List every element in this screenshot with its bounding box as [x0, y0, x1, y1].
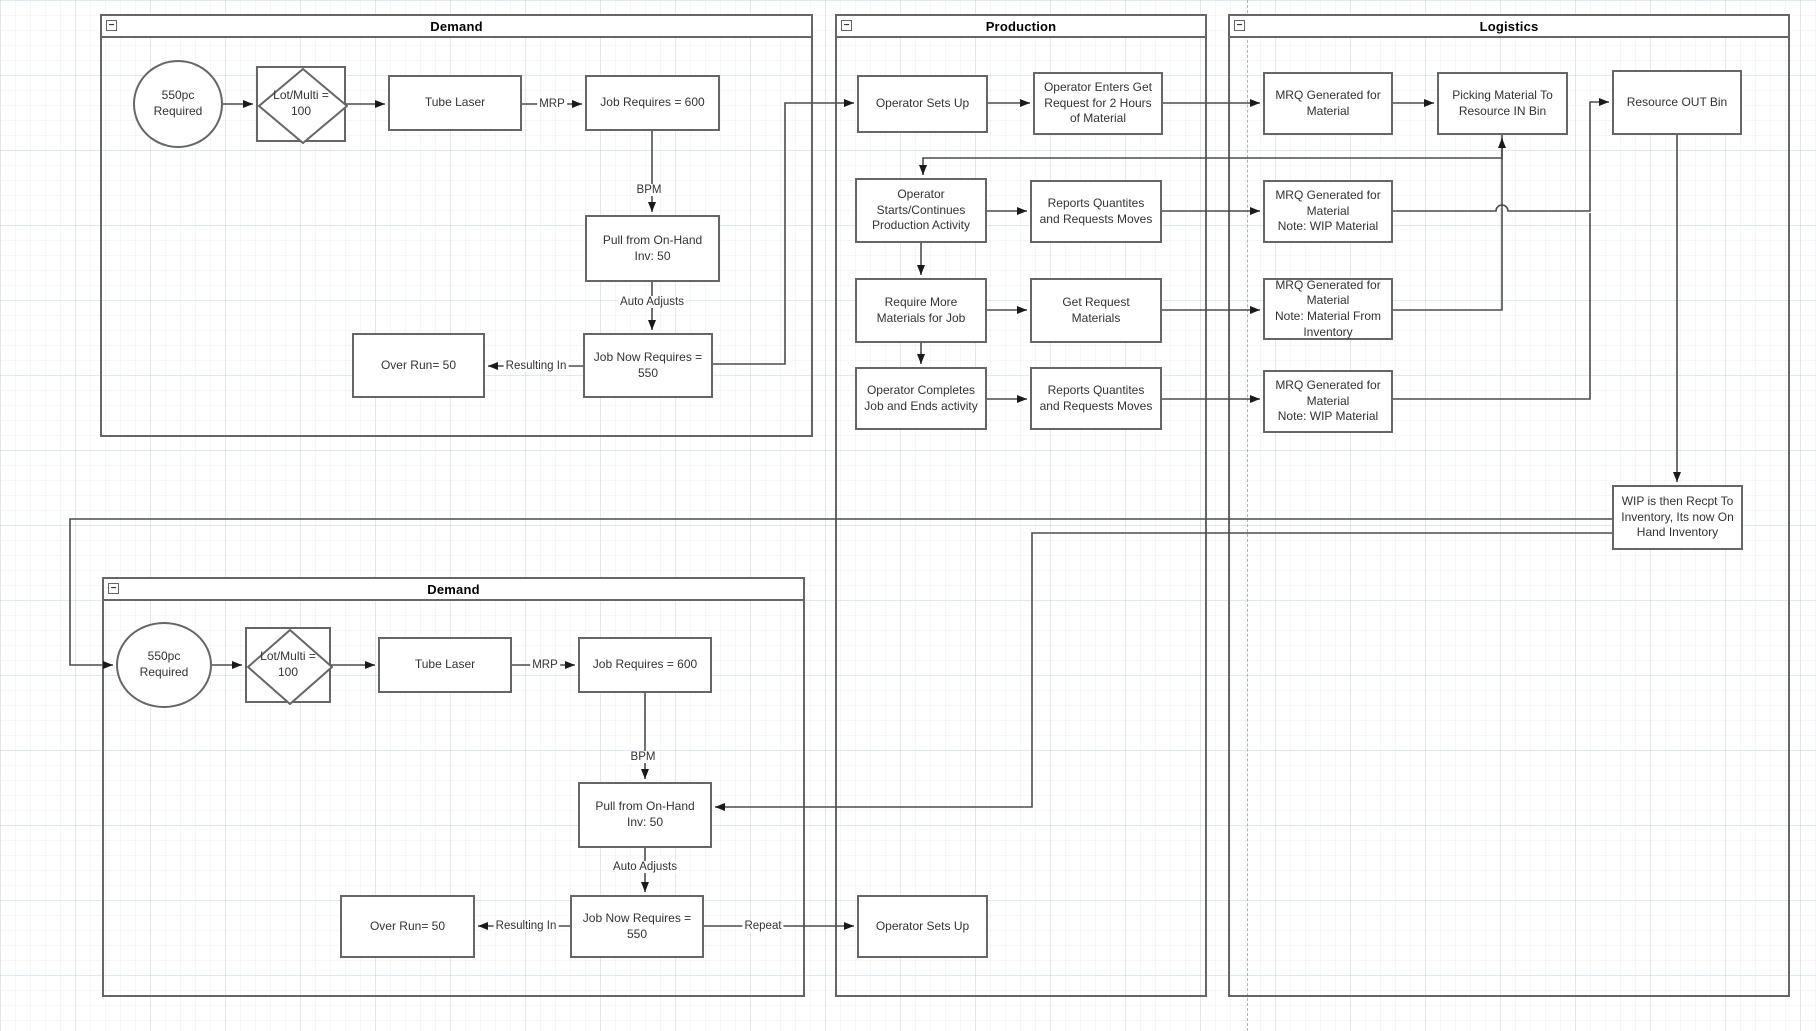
node-p-reports2[interactable]: Reports Quantites and Requests Moves	[1030, 367, 1162, 430]
node-label: Pull from On-Hand Inv: 50	[602, 232, 703, 263]
node-l-mrq4[interactable]: MRQ Generated for Material Note: WIP Mat…	[1263, 370, 1393, 433]
node-label: Operator Enters Get Request for 2 Hours …	[1043, 80, 1153, 126]
node-d2-lot[interactable]: Lot/Multi = 100	[245, 627, 333, 705]
node-l-mrq3[interactable]: MRQ Generated for Material Note: Materia…	[1263, 278, 1393, 340]
node-label: MRQ Generated for Material Note: WIP Mat…	[1275, 378, 1381, 424]
node-d1-pull[interactable]: Pull from On-Hand Inv: 50	[585, 215, 720, 282]
node-p-getreq[interactable]: Get Request Materials	[1030, 278, 1162, 343]
lane-title-bar: − Logistics	[1230, 16, 1788, 38]
node-d2-start[interactable]: 550pc Required	[116, 622, 212, 708]
lane-title: Production	[985, 18, 1057, 34]
node-p-completes[interactable]: Operator Completes Job and Ends activity	[855, 367, 987, 430]
node-label: Job Now Requires = 550	[582, 910, 692, 941]
lane-title: Demand	[427, 581, 480, 597]
lane-title-bar: − Demand	[102, 16, 811, 38]
node-label: Job Now Requires = 550	[593, 349, 703, 380]
lane-title: Logistics	[1479, 18, 1539, 34]
rhombus-shape	[258, 68, 348, 144]
node-l-mrq2[interactable]: MRQ Generated for Material Note: WIP Mat…	[1263, 180, 1393, 243]
node-label: Operator Sets Up	[875, 96, 970, 111]
collapse-icon[interactable]: −	[106, 20, 117, 31]
node-label: Picking Material To Resource IN Bin	[1452, 87, 1553, 118]
node-label: Tube Laser	[414, 657, 476, 672]
collapse-icon[interactable]: −	[1234, 20, 1245, 31]
node-d1-req550[interactable]: Job Now Requires = 550	[583, 333, 713, 398]
lane-title: Demand	[430, 18, 483, 34]
node-label: Resource OUT Bin	[1626, 94, 1728, 109]
collapse-icon[interactable]: −	[108, 583, 119, 594]
node-d2-pull[interactable]: Pull from On-Hand Inv: 50	[578, 782, 712, 848]
node-label: MRQ Generated for Material Note: WIP Mat…	[1275, 188, 1381, 234]
node-label: Operator Starts/Continues Production Act…	[871, 187, 971, 233]
node-p-enters[interactable]: Operator Enters Get Request for 2 Hours …	[1033, 72, 1163, 135]
lane-production[interactable]: − Production	[835, 14, 1207, 997]
node-label: MRQ Generated for Material	[1275, 87, 1381, 118]
node-label: Over Run= 50	[380, 357, 457, 372]
node-d2-tube[interactable]: Tube Laser	[378, 637, 512, 693]
node-l-out[interactable]: Resource OUT Bin	[1612, 70, 1742, 135]
node-d1-lot[interactable]: Lot/Multi = 100	[256, 66, 348, 144]
node-l-mrq1[interactable]: MRQ Generated for Material	[1263, 72, 1393, 135]
node-label: Lot/Multi = 100	[260, 649, 316, 679]
node-label: Tube Laser	[424, 95, 486, 110]
node-label: 550pc Required	[153, 88, 203, 118]
node-label: WIP is then Recpt To Inventory, Its now …	[1621, 494, 1734, 540]
node-l-wip[interactable]: WIP is then Recpt To Inventory, Its now …	[1612, 485, 1743, 550]
page-break-guide	[1247, 0, 1248, 1031]
node-label: Reports Quantites and Requests Moves	[1039, 195, 1153, 226]
node-d2-req600[interactable]: Job Requires = 600	[578, 637, 712, 693]
node-label: Get Request Materials	[1062, 294, 1130, 325]
node-label: Pull from On-Hand Inv: 50	[595, 799, 695, 829]
node-d2-setup[interactable]: Operator Sets Up	[857, 895, 988, 958]
collapse-icon[interactable]: −	[841, 20, 852, 31]
node-label: Lot/Multi = 100	[273, 88, 329, 118]
node-label: Job Requires = 600	[592, 657, 698, 672]
lane-title-bar: − Production	[837, 16, 1205, 38]
node-label: Operator Sets Up	[875, 918, 970, 933]
node-p-require[interactable]: Require More Materials for Job	[855, 278, 987, 343]
node-label: Job Requires = 600	[600, 95, 705, 110]
node-label: 550pc Required	[139, 649, 189, 679]
node-label: Operator Completes Job and Ends activity	[864, 382, 978, 413]
node-label: Reports Quantites and Requests Moves	[1039, 382, 1153, 413]
node-label: Over Run= 50	[369, 918, 446, 933]
lane-title-bar: − Demand	[104, 579, 803, 601]
node-p-setup[interactable]: Operator Sets Up	[857, 75, 988, 133]
node-p-starts[interactable]: Operator Starts/Continues Production Act…	[855, 178, 987, 243]
node-label: Require More Materials for Job	[876, 294, 966, 325]
node-d1-overrun[interactable]: Over Run= 50	[352, 333, 485, 398]
node-d2-req550[interactable]: Job Now Requires = 550	[570, 895, 704, 958]
node-d1-start[interactable]: 550pc Required	[133, 60, 223, 148]
node-p-reports1[interactable]: Reports Quantites and Requests Moves	[1030, 180, 1162, 243]
node-d2-overrun[interactable]: Over Run= 50	[340, 895, 475, 958]
lane-logistics[interactable]: − Logistics	[1228, 14, 1790, 997]
node-l-picking[interactable]: Picking Material To Resource IN Bin	[1437, 72, 1568, 135]
node-label: MRQ Generated for Material Note: Materia…	[1274, 277, 1382, 339]
node-d1-req600[interactable]: Job Requires = 600	[585, 75, 720, 131]
node-d1-tube[interactable]: Tube Laser	[388, 75, 522, 131]
